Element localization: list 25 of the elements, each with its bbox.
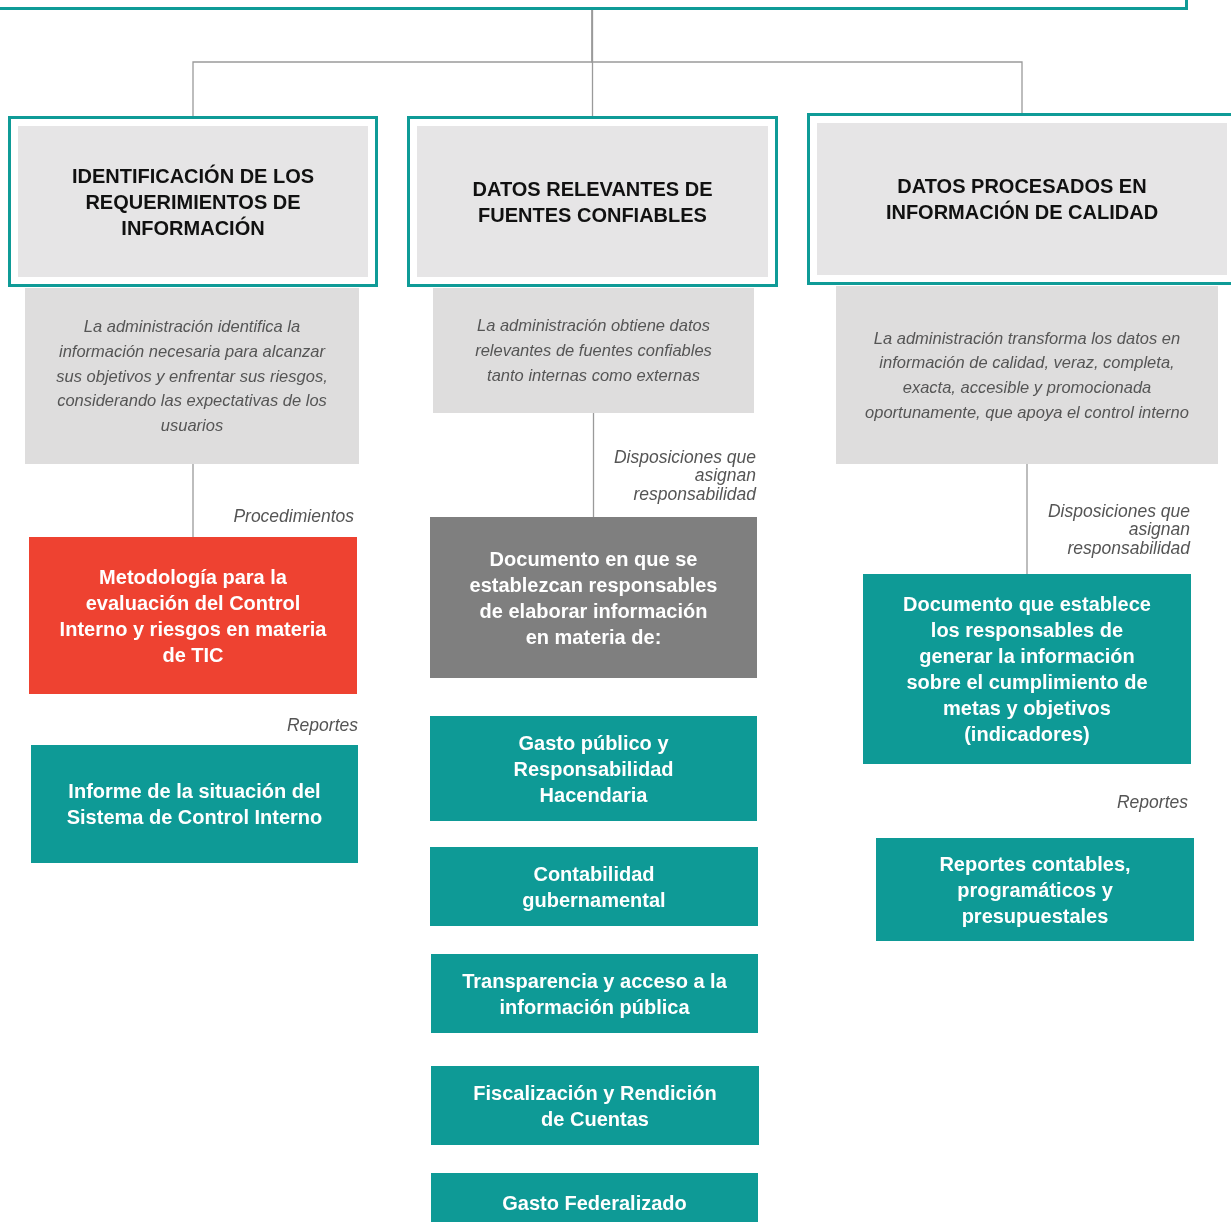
process-box: Informe de la situación del Sistema de Control Interno xyxy=(31,745,358,863)
category-label: Reportes xyxy=(286,716,358,735)
heading-box: DATOS RELEVANTES DE FUENTES CONFIABLES xyxy=(407,116,778,287)
heading-box: DATOS PROCESADOS EN INFORMACIÓN DE CALIDAD xyxy=(807,113,1231,285)
process-box: Transparencia y acceso a la información pública xyxy=(431,954,758,1033)
process-box: Contabilidad gubernamental xyxy=(430,847,758,926)
connector-line xyxy=(592,412,595,518)
category-label: Reportes xyxy=(1116,793,1188,812)
edge-label: Disposiciones que asignan responsabilidad xyxy=(612,448,756,504)
connector-line xyxy=(192,463,194,538)
edge-label: Disposiciones que asignan responsabilidad xyxy=(1046,502,1190,558)
process-box: Documento que establece los responsables de generar la información sobre el cumplimiento de metas y objetivos (indicadores) xyxy=(863,574,1191,764)
connector-line xyxy=(591,9,1023,114)
process-box: Reportes contables, programáticos y presupuestales xyxy=(876,838,1194,941)
connector-line xyxy=(1026,463,1028,575)
process-box: Gasto público y Responsabilidad Hacendaria xyxy=(430,716,757,821)
process-box: Gasto Federalizado xyxy=(431,1173,758,1222)
process-box: Fiscalización y Rendición de Cuentas xyxy=(431,1066,759,1145)
description-box: La administración transforma los datos en información de calidad, veraz, completa, exacta, accesible y promocionada oportunamente, que apoya el control interno xyxy=(836,286,1218,464)
edge-label: Procedimientos xyxy=(232,507,354,526)
process-box: Metodología para la evaluación del Control Interno y riesgos en materia de TIC xyxy=(29,537,357,694)
process-box: Documento en que se establezcan responsables de elaborar información en materia de: xyxy=(430,517,757,678)
description-box: La administración identifica la información necesaria para alcanzar sus objetivos y enfrentar sus riesgos, considerando las expectativas de los usuarios xyxy=(25,288,359,464)
heading-box: IDENTIFICACIÓN DE LOS REQUERIMIENTOS DE INFORMACIÓN xyxy=(8,116,378,287)
description-box: La administración obtiene datos relevantes de fuentes confiables tanto internas como externas xyxy=(433,288,754,413)
